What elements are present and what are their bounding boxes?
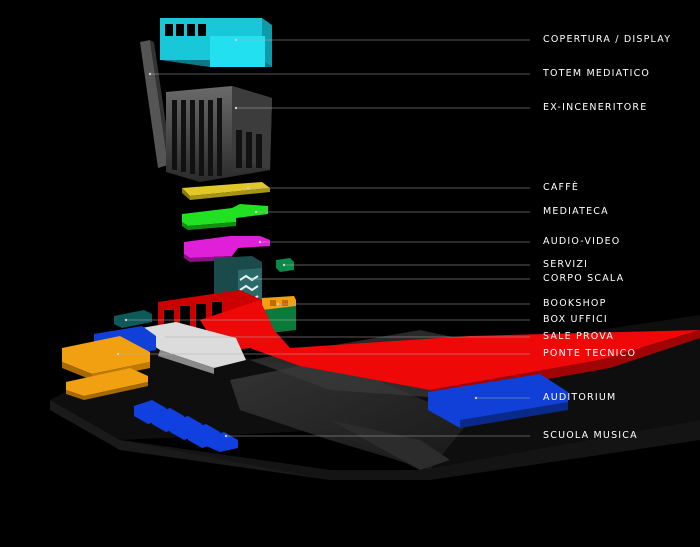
label-caffe: CAFFÈ	[543, 182, 580, 193]
sale-prova-block	[130, 322, 246, 374]
label-ex-inceneritore: EX-INCENERITORE	[543, 102, 648, 113]
label-box-uffici: BOX UFFICI	[543, 314, 608, 325]
leader-lines	[118, 39, 530, 437]
orange-blocks	[62, 336, 150, 400]
bookshop-block	[262, 296, 296, 310]
label-servizi: SERVIZI	[543, 259, 589, 270]
label-bookshop: BOOKSHOP	[543, 298, 607, 309]
ex-inceneritore-block	[166, 86, 272, 182]
scuola-musica-blocks	[134, 400, 238, 452]
mediateca-block	[182, 204, 268, 230]
label-auditorium: AUDITORIUM	[543, 392, 617, 403]
caffe-block	[182, 182, 270, 200]
label-mediateca: MEDIATECA	[543, 206, 609, 217]
label-ponte-tecnico: PONTE TECNICO	[543, 348, 637, 359]
copertura-display-block	[160, 18, 272, 67]
label-totem-mediatico: TOTEM MEDIATICO	[543, 68, 651, 79]
auditorium-block	[428, 374, 568, 428]
label-copertura-display: COPERTURA / DISPLAY	[543, 34, 672, 45]
leader-dots	[116, 38, 478, 438]
label-audio-video: AUDIO-VIDEO	[543, 236, 621, 247]
label-sale-prova: SALE PROVA	[543, 331, 615, 342]
label-scuola-musica: SCUOLA MUSICA	[543, 430, 638, 441]
label-corpo-scala: CORPO SCALA	[543, 273, 625, 284]
